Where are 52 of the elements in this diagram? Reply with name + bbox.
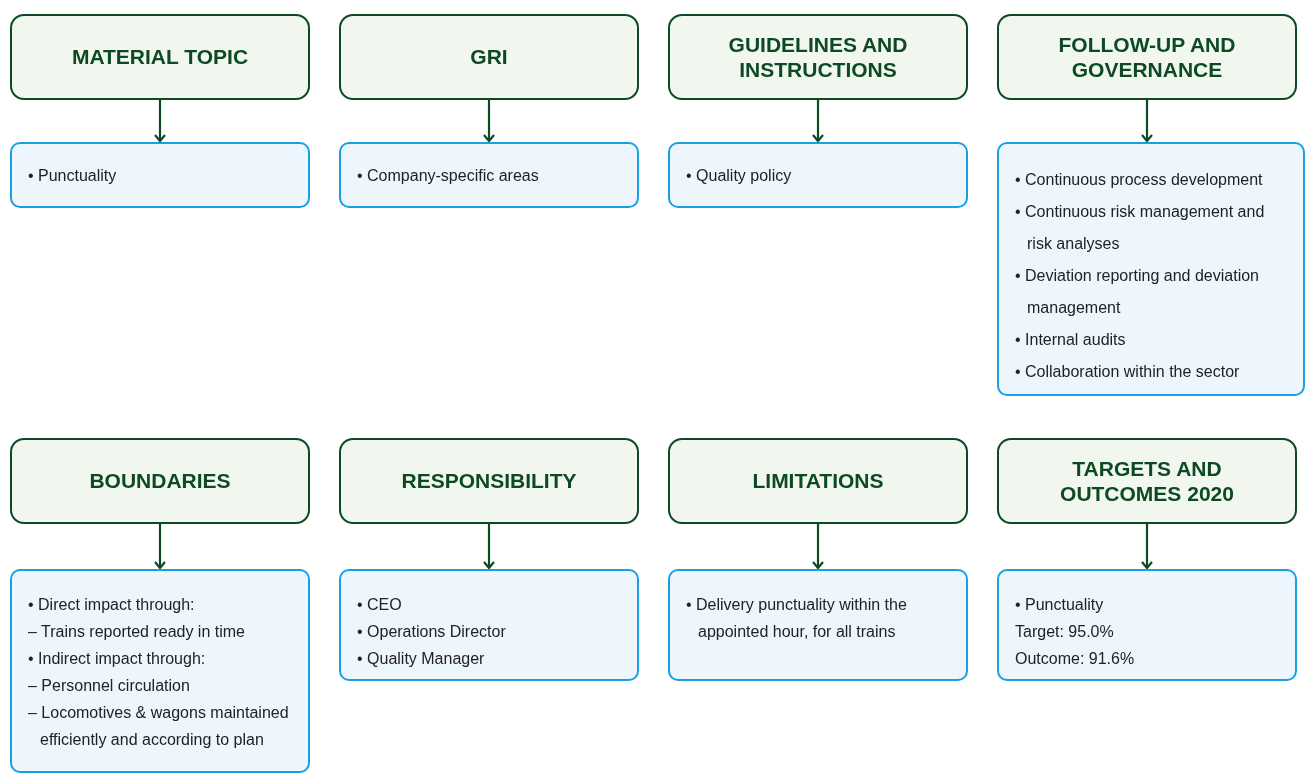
list-item: • Operations Director <box>357 622 507 642</box>
arrow <box>482 524 496 570</box>
content-box <box>668 142 968 208</box>
content-box <box>339 569 639 681</box>
list-item: • Punctuality <box>28 165 118 186</box>
arrow <box>482 100 496 143</box>
list-item: – Locomotives & wagons maintained efficiently and according to plan <box>28 703 290 750</box>
content-box <box>997 142 1305 396</box>
content-box <box>668 569 968 681</box>
heading-box <box>339 14 639 100</box>
list-item: • Punctuality <box>1015 595 1105 615</box>
list-item: • Quality policy <box>686 165 793 186</box>
arrow <box>1140 100 1154 143</box>
list-item: • Collaboration within the sector <box>1015 362 1241 382</box>
heading-text: FOLLOW-UP AND GOVERNANCE <box>1057 31 1237 83</box>
heading-text: LIMITATIONS <box>752 468 884 494</box>
content-box <box>10 142 310 208</box>
arrow <box>153 524 167 570</box>
heading-text: RESPONSIBILITY <box>401 468 577 494</box>
heading-box <box>339 438 639 524</box>
heading-box <box>997 14 1297 100</box>
arrow <box>811 524 825 570</box>
heading-box <box>10 438 310 524</box>
heading-text: TARGETS AND OUTCOMES 2020 <box>1059 455 1235 507</box>
heading-box <box>668 438 968 524</box>
list-item: • Internal audits <box>1015 330 1127 350</box>
list-item: • Indirect impact through: <box>28 649 207 669</box>
list-item: • Continuous process development <box>1015 170 1264 190</box>
arrow <box>811 100 825 143</box>
heading-text: MATERIAL TOPIC <box>71 44 249 70</box>
heading-box <box>997 438 1297 524</box>
list-item: • CEO <box>357 595 403 615</box>
heading-text: BOUNDARIES <box>89 468 231 494</box>
list-item: • Deviation reporting and deviation management <box>1015 266 1260 318</box>
list-item: Outcome: 91.6% <box>1015 649 1136 669</box>
list-item: • Direct impact through: <box>28 595 196 615</box>
list-item: – Personnel circulation <box>28 676 191 696</box>
heading-box <box>668 14 968 100</box>
content-box <box>10 569 310 773</box>
list-item: • Company-specific areas <box>357 165 540 186</box>
heading-text: GUIDELINES AND INSTRUCTIONS <box>727 31 909 83</box>
heading-box <box>10 14 310 100</box>
content-box <box>339 142 639 208</box>
arrow <box>1140 524 1154 570</box>
list-item: • Quality Manager <box>357 649 486 669</box>
list-item: – Trains reported ready in time <box>28 622 246 642</box>
list-item: Target: 95.0% <box>1015 622 1115 642</box>
list-item: • Delivery punctuality within the appointed hour, for all trains <box>686 595 908 642</box>
heading-text: GRI <box>470 44 508 70</box>
list-item: • Continuous risk management and risk analyses <box>1015 202 1266 254</box>
arrow <box>153 100 167 143</box>
content-box <box>997 569 1297 681</box>
